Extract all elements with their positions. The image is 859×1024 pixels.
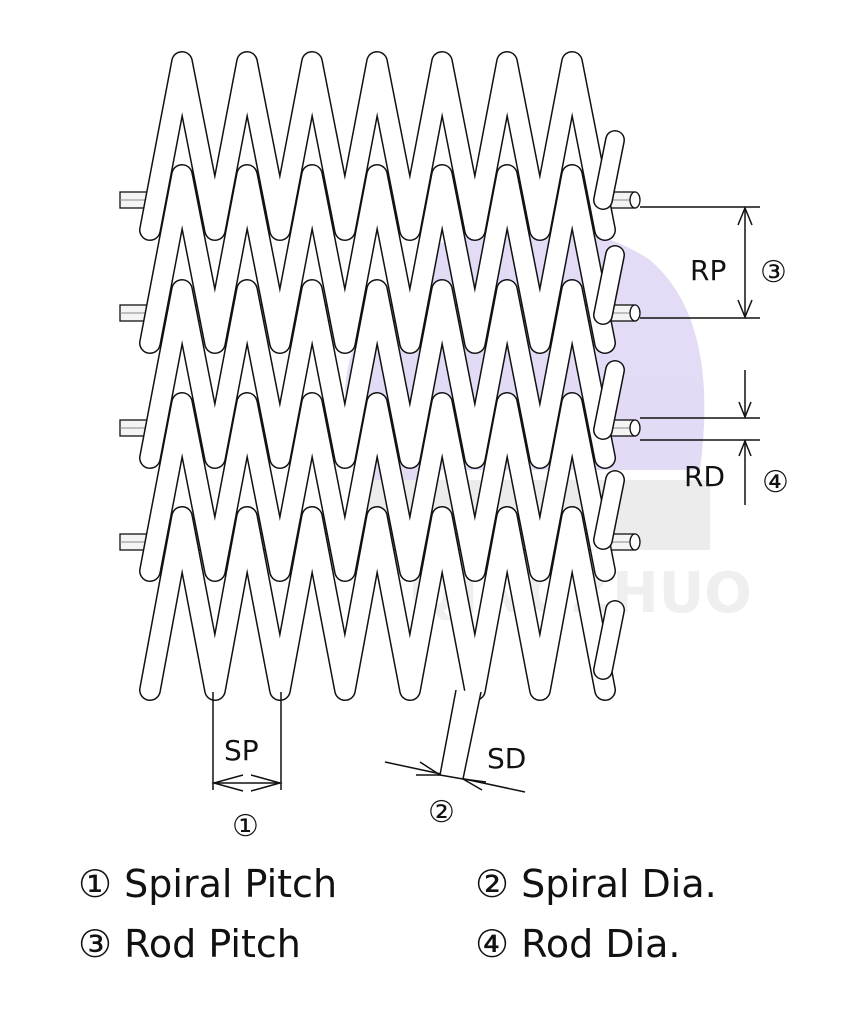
side-spiral: [594, 131, 624, 209]
sp-label: SP: [224, 734, 259, 767]
spiral-dia-strand: [439, 689, 482, 780]
rp-number: ③: [760, 255, 787, 290]
legend-text: Spiral Pitch: [124, 862, 338, 906]
rod-end: [629, 533, 641, 551]
rp-label: RP: [690, 254, 726, 287]
side-spiral: [594, 246, 624, 324]
legend-text: Rod Dia.: [521, 922, 681, 966]
legend-text: Spiral Dia.: [521, 862, 717, 906]
legend-spiral-pitch: ① Spiral Pitch: [78, 862, 337, 906]
sp-number: ①: [232, 809, 259, 844]
legend-text: Rod Pitch: [124, 922, 301, 966]
spiral-row: [140, 165, 615, 353]
legend-rod-dia: ④ Rod Dia.: [475, 922, 681, 966]
rod-end: [629, 304, 641, 322]
legend-number: ③: [78, 922, 113, 966]
legend-spiral-dia: ② Spiral Dia.: [475, 862, 717, 906]
rd-number: ④: [762, 465, 789, 500]
spiral-row: [140, 393, 615, 581]
legend-number: ①: [78, 862, 113, 906]
side-spiral: [594, 601, 624, 679]
side-spiral: [594, 471, 624, 549]
legend-number: ②: [475, 862, 510, 906]
rod-end: [629, 191, 641, 209]
rd-label: RD: [684, 460, 725, 493]
spiral-row: [140, 52, 615, 240]
legend-rod-pitch: ③ Rod Pitch: [78, 922, 301, 966]
side-spiral: [594, 361, 624, 439]
sd-number: ②: [428, 795, 455, 830]
spiral-row: [140, 507, 615, 700]
sd-label: SD: [487, 742, 526, 775]
legend-number: ④: [475, 922, 510, 966]
spiral-row: [140, 280, 615, 468]
spirals: [139, 51, 625, 701]
rod-end: [629, 419, 641, 437]
dimension-lines: [211, 206, 760, 793]
